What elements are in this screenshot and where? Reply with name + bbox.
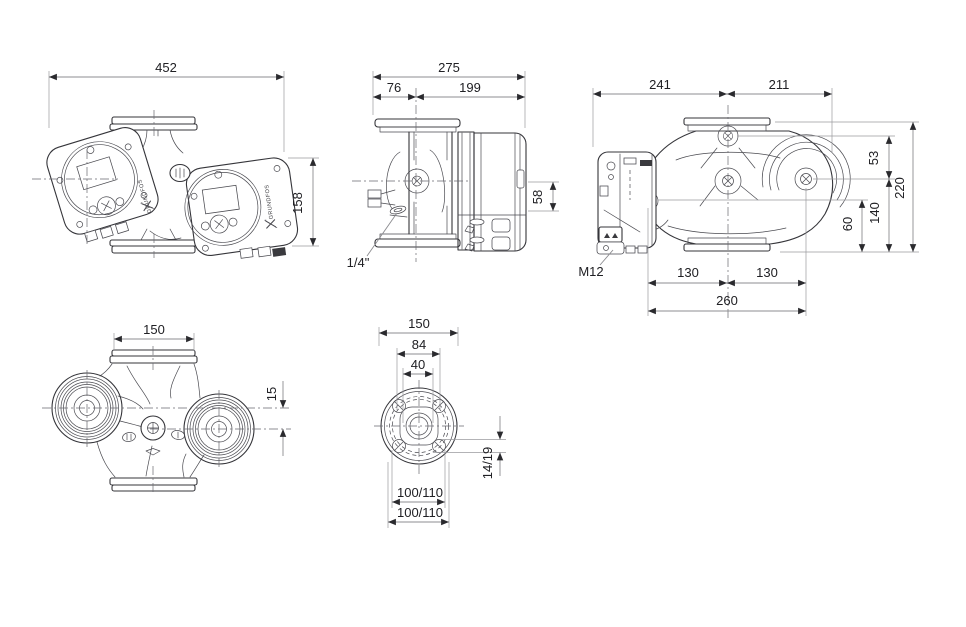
dim-flange-hub: 84	[396, 337, 441, 410]
bolt-holes	[392, 399, 446, 453]
dim-label-150-bottom: 150	[143, 322, 165, 337]
dim-bolt-circles: 100/110 100/110	[387, 450, 450, 528]
vent-port-label: 1/4"	[347, 255, 370, 270]
pump-head-left: GRUNDFOS	[46, 127, 159, 243]
view-front: GRUNDFOS GRUNDFOS	[32, 60, 319, 259]
view-side: 275 76 199 58 1/4"	[347, 60, 559, 270]
dim-label-76: 76	[387, 80, 401, 95]
dim-label-150-flange: 150	[408, 316, 430, 331]
dim-bottom-offset: 15	[264, 381, 287, 456]
top-view-control-box	[596, 151, 657, 255]
dim-label-84: 84	[412, 337, 426, 352]
brand-right: GRUNDFOS	[264, 184, 275, 220]
cable-gland-1	[491, 218, 511, 233]
dim-flange-bore: 40	[402, 357, 434, 423]
dim-label-211: 211	[769, 77, 790, 92]
view-bottom: 150 15	[42, 322, 291, 492]
buttons-left	[97, 196, 116, 216]
dim-label-53: 53	[866, 151, 881, 165]
pump-head-right: GRUNDFOS	[184, 157, 299, 259]
view-flange: 150 84 40 14/19 100/110 100/110	[374, 316, 506, 528]
dim-label-bolt-circle-1: 100/110	[397, 485, 443, 500]
dim-label-58: 58	[530, 190, 545, 204]
dim-label-bolt-circle-2: 100/110	[397, 505, 443, 520]
buttons-right	[209, 214, 229, 234]
dim-bolt-hole: 14/19	[433, 416, 506, 479]
display-right	[201, 184, 240, 215]
dim-label-241: 241	[649, 77, 671, 92]
display-left	[76, 156, 117, 191]
view-top: 241 211 53 220 140 60 130 130 260	[578, 77, 919, 320]
dim-top-depths: 53 220 140 60	[658, 121, 919, 253]
dim-flange-outer: 150	[378, 316, 459, 346]
dim-label-130-right: 130	[756, 265, 778, 280]
dim-bottom-flange: 150	[113, 322, 195, 351]
dim-label-15: 15	[264, 387, 279, 401]
callout-cable-gland: M12	[578, 249, 614, 279]
dim-front-width: 452	[48, 60, 285, 152]
dim-side-sections: 76 199	[372, 80, 526, 101]
dim-label-140: 140	[867, 202, 882, 224]
dim-front-height: 158	[288, 157, 319, 247]
dim-label-199: 199	[459, 80, 481, 95]
flow-arrow	[145, 448, 161, 456]
dim-label-60: 60	[840, 217, 855, 231]
dim-top-widths: 241 211	[592, 77, 833, 152]
dim-label-130-left: 130	[677, 265, 699, 280]
dim-label-220: 220	[892, 177, 907, 199]
dim-label-158: 158	[290, 192, 305, 214]
dim-label-452: 452	[155, 60, 177, 75]
callout-vent-port: 1/4"	[347, 212, 398, 270]
vent-plug	[389, 205, 407, 215]
dim-top-ports: 130 130 260	[647, 188, 807, 316]
m12-gland	[598, 226, 623, 243]
dim-label-40: 40	[411, 357, 425, 372]
dim-side-box: 58	[528, 181, 559, 212]
dim-label-14-19: 14/19	[480, 447, 495, 480]
cable-gland-2	[491, 236, 511, 251]
dim-label-275: 275	[438, 60, 460, 75]
cable-gland-label: M12	[578, 264, 603, 279]
dim-label-260: 260	[716, 293, 738, 308]
